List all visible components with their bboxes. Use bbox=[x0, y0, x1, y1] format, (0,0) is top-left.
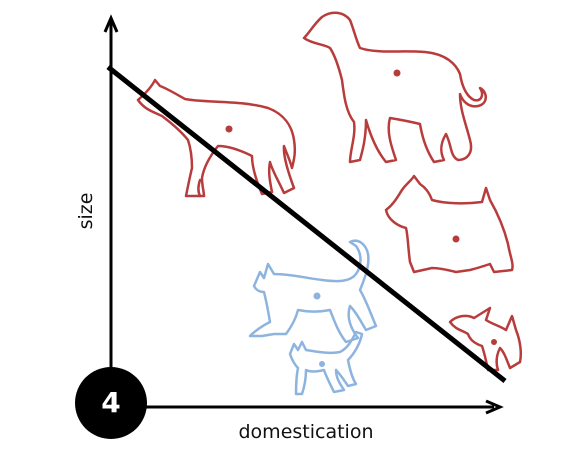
y-axis-arrowhead bbox=[103, 14, 119, 33]
wolf-center-dot bbox=[225, 125, 233, 133]
large-cat-center-dot bbox=[313, 292, 321, 300]
greyhound-icon bbox=[302, 11, 487, 164]
greyhound-center-dot bbox=[393, 69, 401, 77]
figure-number-badge bbox=[75, 367, 147, 439]
chihuahua-center-dot bbox=[491, 339, 497, 345]
scottie-dog-icon bbox=[384, 174, 514, 274]
x-axis-label: domestication bbox=[238, 421, 374, 443]
small-cat-center-dot bbox=[319, 361, 325, 367]
wolf-icon bbox=[136, 78, 297, 198]
trend-line bbox=[106, 65, 507, 383]
figure-number: 4 bbox=[101, 386, 121, 419]
small-cat-icon bbox=[288, 330, 364, 396]
chihuahua-icon bbox=[448, 306, 523, 372]
x-axis-arrowhead bbox=[485, 399, 504, 415]
large-cat-icon bbox=[248, 239, 378, 344]
y-axis-label: size bbox=[75, 192, 97, 230]
scottie-center-dot bbox=[452, 235, 460, 243]
